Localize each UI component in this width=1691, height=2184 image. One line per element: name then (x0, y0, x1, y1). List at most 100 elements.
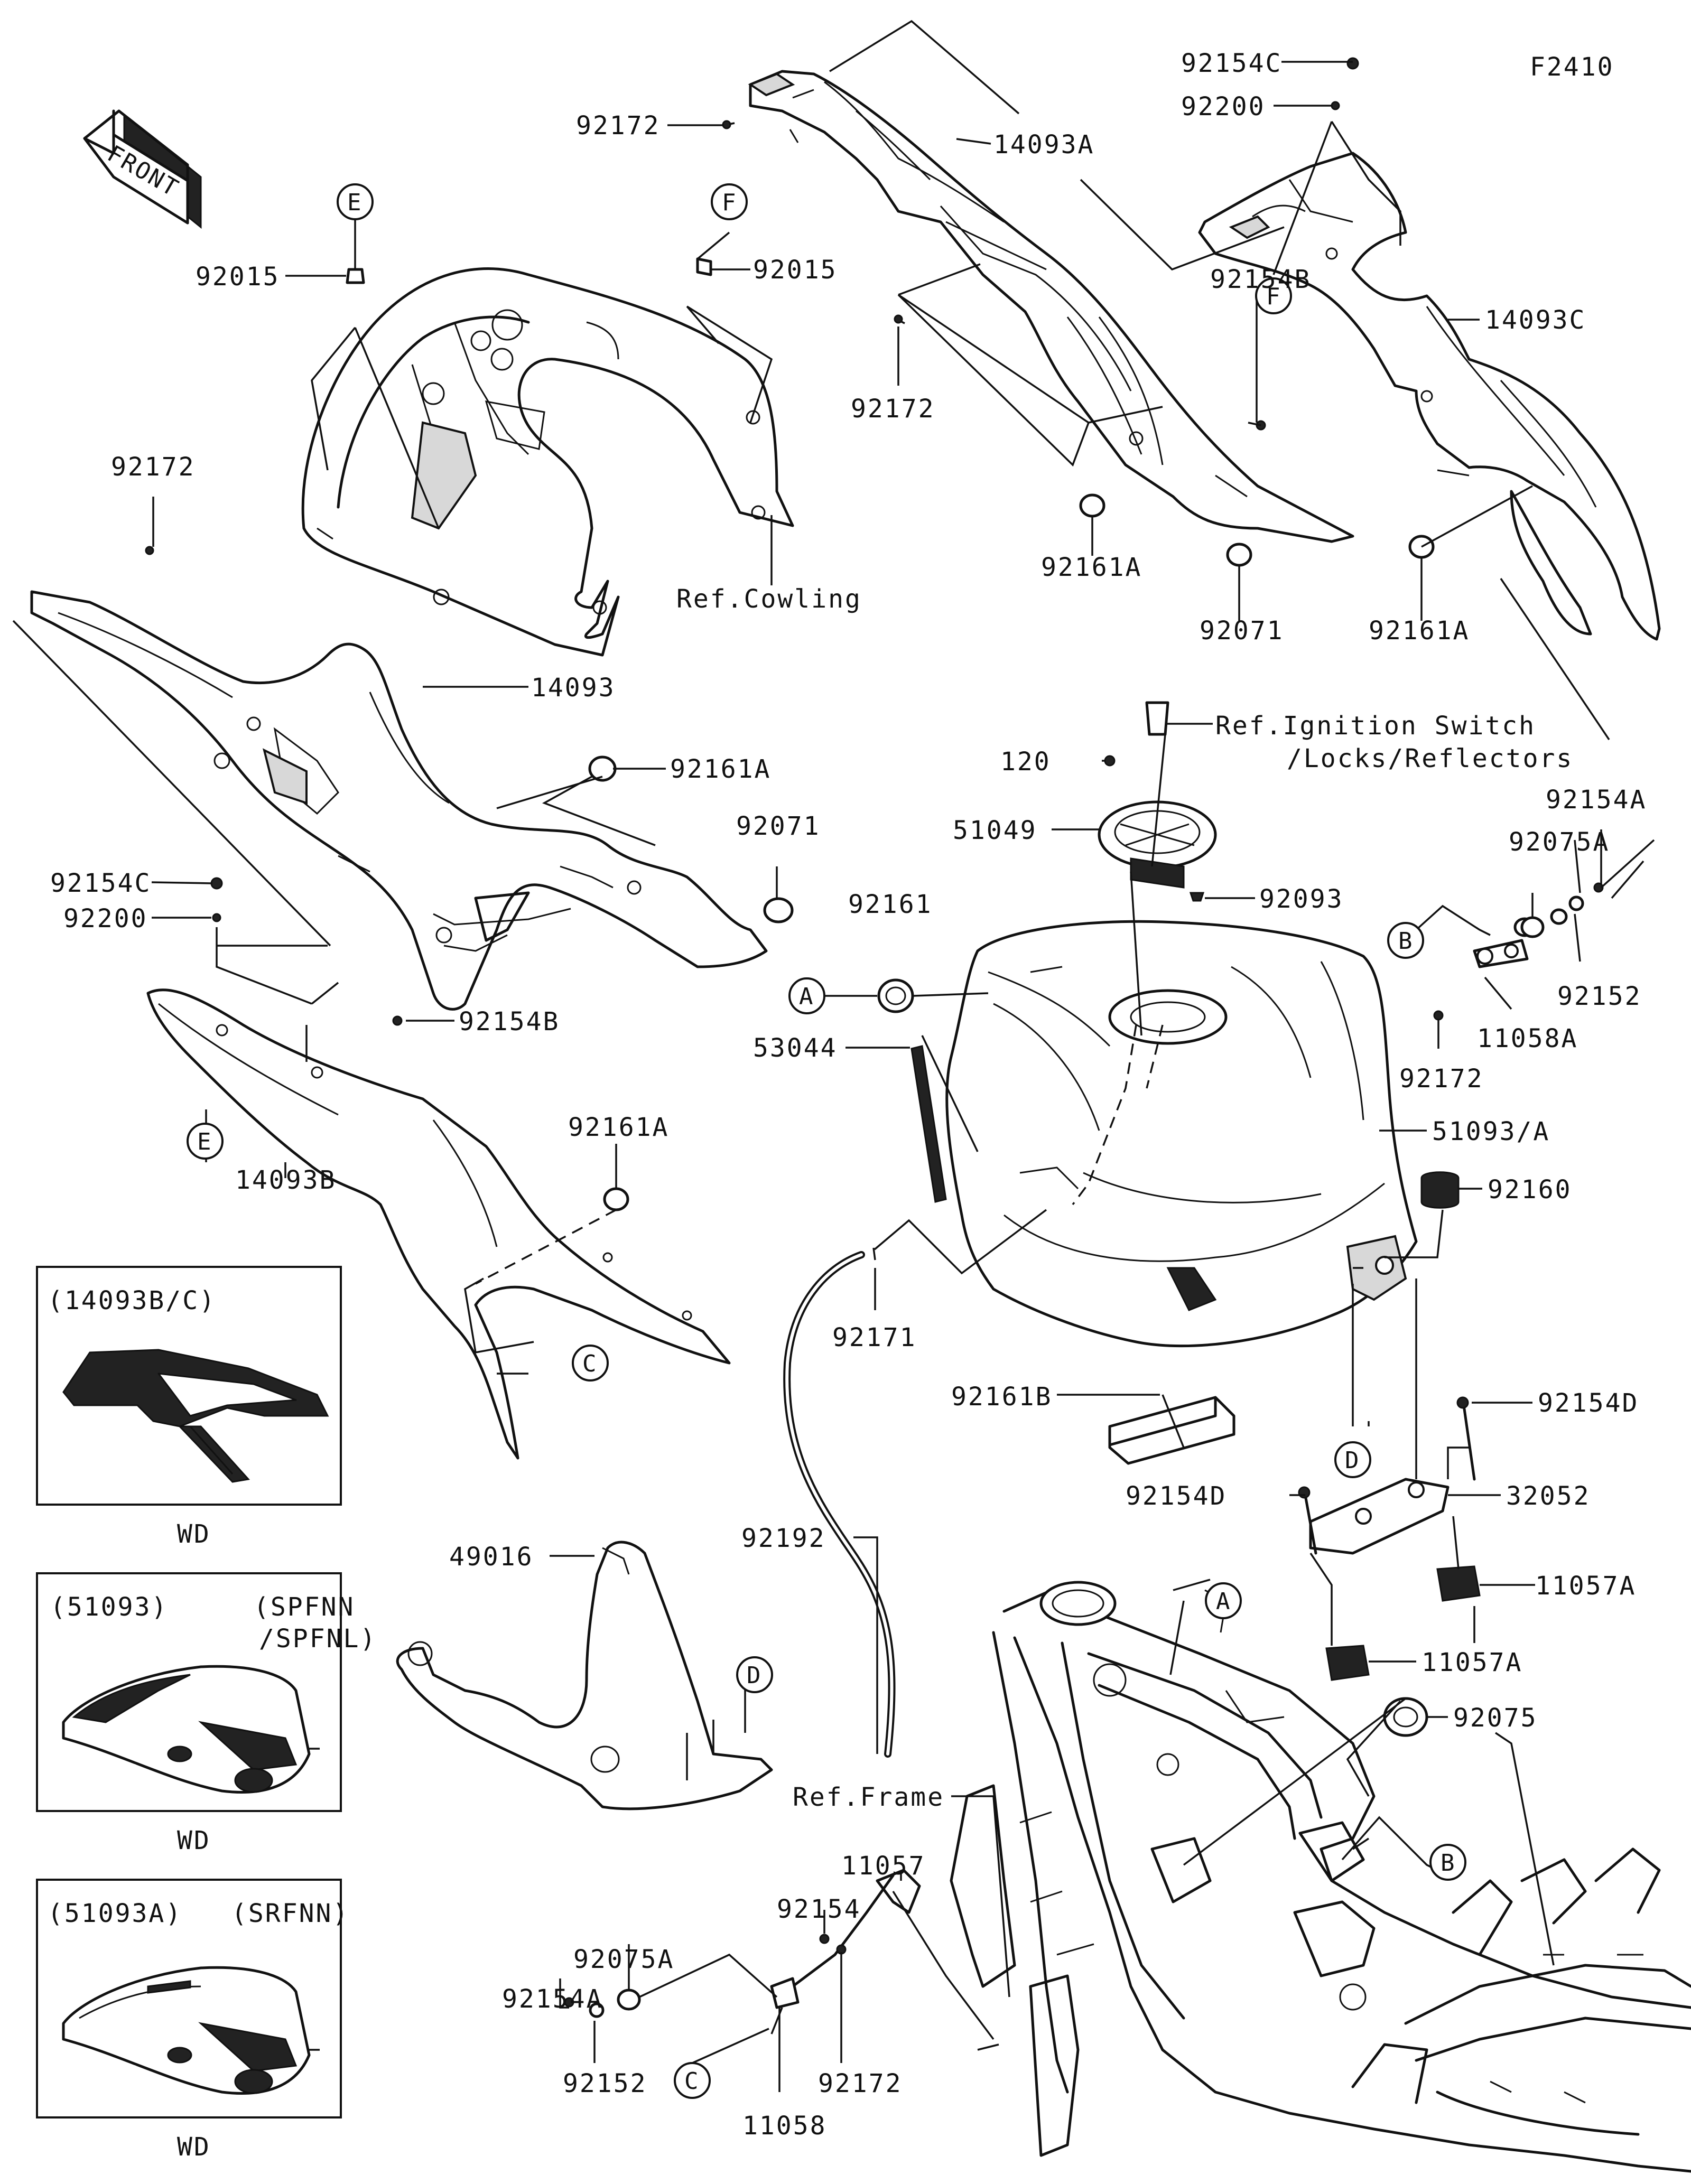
foam-strip-92161b (1108, 1396, 1235, 1465)
label-92154C-a: 92154C (1181, 49, 1282, 78)
label-92154C-b: 92154C (50, 869, 151, 898)
inset-3-caption: WD (177, 2132, 211, 2162)
label-53044: 53044 (753, 1033, 838, 1063)
marker-e-top: E (337, 183, 374, 220)
marker-f-top: F (711, 183, 748, 220)
label-92075A-b: 92075A (573, 1945, 674, 1974)
fuel-cap-51049 (1098, 701, 1217, 889)
label-120: 120 (1000, 747, 1051, 777)
label-51049: 51049 (953, 816, 1037, 845)
fuel-tank-51093 (945, 920, 1418, 1348)
cushion-92160 (1420, 1171, 1460, 1209)
marker-b-right: B (1387, 922, 1424, 959)
shroud-14093b (146, 988, 731, 1460)
svg-text:D: D (747, 1662, 763, 1689)
label-92154A-a: 92154A (1546, 785, 1647, 815)
marker-f-right: F (1255, 277, 1292, 314)
shroud-14093 (30, 590, 768, 1011)
label-92154D-b: 92154D (1126, 1481, 1227, 1511)
label-92171: 92171 (832, 1323, 917, 1352)
grommet-92161 (877, 978, 914, 1013)
inset-1-code: (14093B/C) (48, 1286, 216, 1315)
label-11058A: 11058A (1477, 1024, 1578, 1053)
label-92154B-a: 92154B (1210, 265, 1311, 294)
bracket-32052 (1309, 1478, 1450, 1555)
label-11058: 11058 (742, 2111, 827, 2141)
inset-51093: (51093) (SPFNN /SPFNL) WD (36, 1572, 377, 1855)
damper-11057a-upper (1436, 1565, 1481, 1602)
ref-cowling: Ref.Cowling (676, 584, 862, 614)
label-92200-a: 92200 (1181, 92, 1266, 122)
inset-51093a: (51093A) (SRFNN) WD (36, 1879, 349, 2162)
inset-2-code: (51093) (50, 1592, 168, 1622)
label-92161B: 92161B (951, 1382, 1052, 1412)
label-32052: 32052 (1506, 1481, 1591, 1511)
inset-3-variant: (SRFNN) (231, 1899, 349, 1928)
svg-text:F: F (1266, 283, 1282, 310)
svg-text:B: B (1398, 928, 1414, 955)
marker-c-mid: C (572, 1345, 609, 1382)
label-92152-a: 92152 (1557, 982, 1642, 1011)
svg-text:C: C (582, 1350, 598, 1377)
label-14093: 14093 (531, 673, 616, 703)
label-92161: 92161 (848, 890, 933, 919)
inset-2-variant2: /SPFNL) (259, 1624, 377, 1654)
svg-text:D: D (1345, 1447, 1361, 1474)
label-92154B-b: 92154B (459, 1007, 560, 1037)
label-92161A-a: 92161A (1041, 553, 1142, 582)
strip-53044 (910, 1045, 947, 1203)
label-51093A: 51093/A (1432, 1117, 1550, 1146)
under-cover-49016 (396, 1541, 773, 1810)
label-92161A-b: 92161A (1369, 616, 1470, 646)
label-92172-d: 92172 (1399, 1064, 1484, 1094)
ref-ignition-2: /Locks/Reflectors (1287, 744, 1573, 773)
label-92161A-d: 92161A (568, 1113, 669, 1142)
label-92172-a: 92172 (576, 111, 661, 141)
inset-1-caption: WD (177, 1519, 211, 1549)
label-92152-b: 92152 (563, 2069, 647, 2098)
marker-e-left: E (187, 1123, 224, 1160)
label-92075A-a: 92075A (1509, 827, 1610, 857)
label-92071-b: 92071 (736, 811, 821, 841)
svg-text:A: A (799, 983, 815, 1010)
label-92154A-b: 92154A (502, 1984, 603, 2014)
figure-code: F2410 (1530, 52, 1614, 82)
label-92172-b: 92172 (851, 394, 935, 424)
label-92093: 92093 (1259, 884, 1344, 914)
part-labels: 92172 14093A 92154C 92200 14093C 92154B … (50, 49, 1647, 2141)
label-92071-a: 92071 (1200, 616, 1284, 646)
inset-3-code: (51093A) (48, 1899, 182, 1928)
label-49016: 49016 (449, 1542, 534, 1572)
ref-frame: Ref.Frame (793, 1782, 944, 1812)
frame (950, 1581, 1691, 2173)
damper-11057a-lower (1325, 1645, 1370, 1681)
svg-text:E: E (197, 1128, 213, 1155)
shroud-14093a (748, 70, 1354, 543)
label-92161A-c: 92161A (670, 754, 771, 784)
label-92200-b: 92200 (63, 904, 148, 934)
bracket-11057 (770, 1869, 921, 2009)
marker-a-tank: A (788, 977, 825, 1014)
label-11057A-a: 11057A (1535, 1571, 1636, 1601)
label-92154D-a: 92154D (1538, 1388, 1639, 1418)
shroud-14093c (1198, 152, 1661, 641)
label-92160: 92160 (1488, 1175, 1572, 1205)
label-92192: 92192 (741, 1524, 826, 1553)
svg-text:B: B (1441, 1850, 1456, 1877)
inset-2-variant: (SPFNN (254, 1592, 355, 1622)
marker-d-tank: D (1334, 1441, 1371, 1478)
label-92172-e: 92172 (818, 2069, 903, 2098)
marker-a-frame: A (1205, 1582, 1242, 1619)
label-11057: 11057 (841, 1851, 926, 1881)
marker-d-cover: D (736, 1656, 773, 1693)
ref-ignition-1: Ref.Ignition Switch (1215, 711, 1536, 741)
leader-lines (12, 20, 1655, 2092)
bracket-11058a (1473, 908, 1568, 968)
marker-c-bottom: C (674, 2062, 711, 2099)
label-92015-e: 92015 (196, 262, 280, 292)
svg-text:A: A (1216, 1588, 1232, 1615)
label-14093C: 14093C (1485, 305, 1586, 335)
label-92075: 92075 (1453, 1703, 1538, 1733)
svg-text:C: C (684, 2068, 700, 2095)
